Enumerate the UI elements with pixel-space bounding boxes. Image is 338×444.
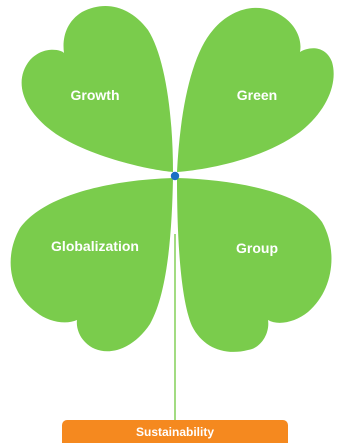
leaf-growth — [21, 6, 174, 172]
leaf-label-group: Group — [236, 240, 278, 256]
sustainability-label: Sustainability — [135, 425, 215, 439]
leaf-label-growth: Growth — [71, 87, 120, 103]
leaf-group — [177, 178, 332, 352]
leaf-label-globalization: Globalization — [51, 238, 139, 254]
leaf-green — [177, 7, 334, 172]
sustainability-banner: Sustainability — [62, 420, 288, 443]
leaf-label-green: Green — [237, 87, 277, 103]
leaf-globalization — [10, 178, 173, 352]
center-dot — [170, 171, 180, 181]
